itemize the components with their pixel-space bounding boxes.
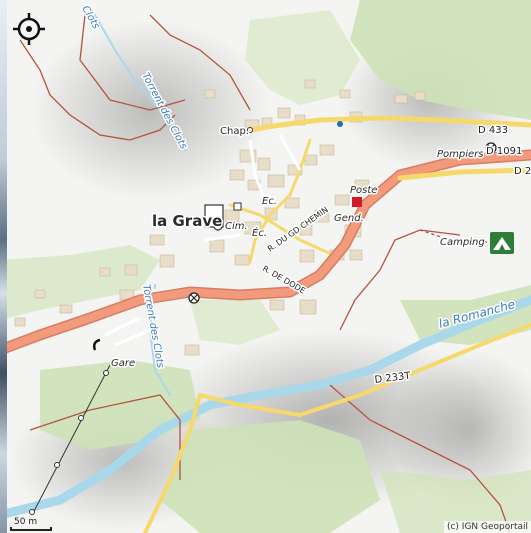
chapel-icon [247,127,253,133]
cemetery-label: Cim. [225,221,248,232]
torrent-upper [94,14,186,151]
post-office-icon [352,197,362,207]
road-d1091 [0,151,531,354]
compass-icon[interactable] [12,12,46,46]
road-d433 [247,115,531,133]
cable-lift [29,364,111,516]
gendarmerie-label: Gend. [334,213,364,224]
road-d233t [198,323,531,417]
torrent-lower [148,284,171,396]
tunnel-icon [188,292,200,304]
school-label-2: Éc. [252,226,267,239]
station-icon [92,338,101,351]
chapel-label: Chap. [220,126,249,137]
road-label-d2: D 2 [514,166,531,177]
road-label-d433: D 433 [478,125,508,136]
romanche-river [0,295,531,520]
buildings [14,79,426,356]
adjacent-photo-strip [0,0,7,533]
attribution-text[interactable]: (c) IGN Geoportail [443,521,531,533]
fire-station-label: Pompiers [437,149,484,160]
school-label-1: Ec. [262,196,277,207]
rivers [0,14,531,520]
bus-stop-icon [337,121,343,127]
road-d2 [397,167,531,181]
secondary-roads [143,115,531,533]
camping-icon [490,232,514,254]
cemetery-icon [213,221,223,231]
post-office-label: Poste [350,185,377,196]
station-label: Gare [111,358,135,369]
camping-label: Camping [440,237,485,248]
fire-station-icon [485,142,497,154]
main-roads [0,149,531,356]
landmarks [92,121,514,351]
scale-bar [10,527,52,531]
scale-label: 50 m [14,517,38,527]
school-icon [233,202,242,211]
road-label-d1091: D 1091 [486,146,522,157]
town-label: la Grave [152,212,222,230]
